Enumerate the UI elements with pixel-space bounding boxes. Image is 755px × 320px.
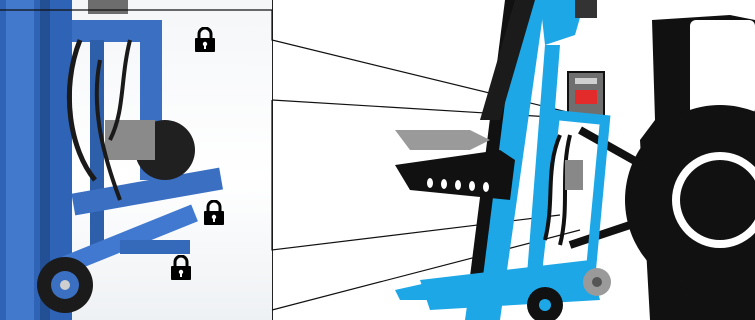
warning-label <box>575 90 597 104</box>
splitter-base <box>420 260 600 310</box>
tractor-window <box>690 20 755 115</box>
splitting-wedge <box>395 130 490 150</box>
log-splitter <box>395 0 611 320</box>
